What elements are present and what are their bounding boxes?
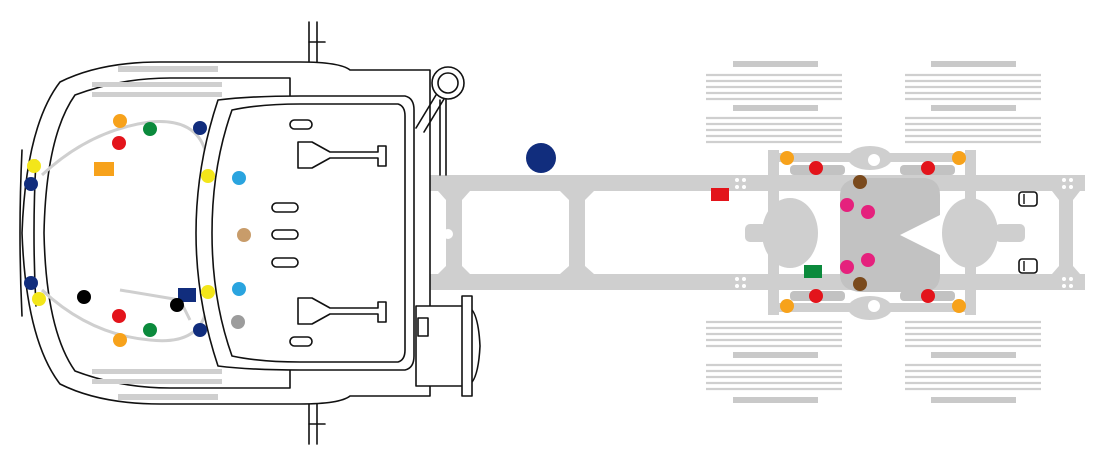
marker-axle-red-2[interactable] [921,161,935,175]
marker-center-tan[interactable] [237,228,251,242]
exhaust-stack [415,66,465,176]
tire-lower-rear-axle [905,320,1041,403]
marker-cab-top-orange[interactable] [113,114,127,128]
marker-axle-red-3[interactable] [809,289,823,303]
tire-upper-rear-axle [905,61,1041,144]
marker-lower-black-left[interactable] [77,290,91,304]
marker-lower-yellow[interactable] [201,285,215,299]
i-cross-member-2 [560,191,594,274]
wiper-upper [289,119,387,169]
fuel-tank [415,295,481,397]
marker-axle-orange-4[interactable] [952,299,966,313]
marker-cab-top-red[interactable] [112,136,126,150]
marker-cab-bottom-red[interactable] [112,309,126,323]
marker-cab-bottom-navy[interactable] [193,323,207,337]
marker-front-right-yellow[interactable] [32,292,46,306]
rear-tires [706,61,1041,403]
tire-lower-front-axle [706,320,842,403]
marker-lower-navy-square[interactable] [178,288,196,302]
marker-upper-yellow[interactable] [201,169,215,183]
wiper-lower [289,297,387,347]
marker-front-left-yellow[interactable] [27,159,41,173]
rear-cross-member [1052,191,1080,274]
rear-suspension [745,146,1038,320]
marker-axle-brown-bottom[interactable] [853,277,867,291]
marker-axle-magenta-1[interactable] [840,198,854,212]
marker-frame-big-navy[interactable] [526,143,556,173]
marker-cab-top-green[interactable] [143,122,157,136]
marker-axle-orange-2[interactable] [952,151,966,165]
i-cross-member-1 [438,191,470,274]
marker-axle-green-square[interactable] [804,265,822,278]
marker-axle-magenta-2[interactable] [861,205,875,219]
marker-axle-red-4[interactable] [921,289,935,303]
marker-cab-bottom-gray[interactable] [231,315,245,329]
marker-axle-magenta-3[interactable] [861,253,875,267]
marker-axle-brown-top[interactable] [853,175,867,189]
marker-axle-magenta-4[interactable] [840,260,854,274]
sleeper-cab [195,95,415,371]
marker-cab-top-navy[interactable] [193,121,207,135]
roof-vents [271,202,299,268]
marker-upper-sky[interactable] [232,171,246,185]
component-markers [24,114,966,347]
marker-front-orange-square[interactable] [94,162,114,176]
marker-axle-orange-1[interactable] [780,151,794,165]
tire-upper-front-axle [706,61,842,144]
marker-lower-sky[interactable] [232,282,246,296]
marker-axle-orange-3[interactable] [780,299,794,313]
marker-front-left-navy[interactable] [24,177,38,191]
marker-axle-red-1[interactable] [809,161,823,175]
tandem-bogie [840,178,940,292]
marker-front-right-navy[interactable] [24,276,38,290]
marker-cab-bottom-green[interactable] [143,323,157,337]
marker-frame-red-square[interactable] [711,188,729,201]
marker-lower-black-right[interactable] [170,298,184,312]
marker-cab-bottom-orange[interactable] [113,333,127,347]
